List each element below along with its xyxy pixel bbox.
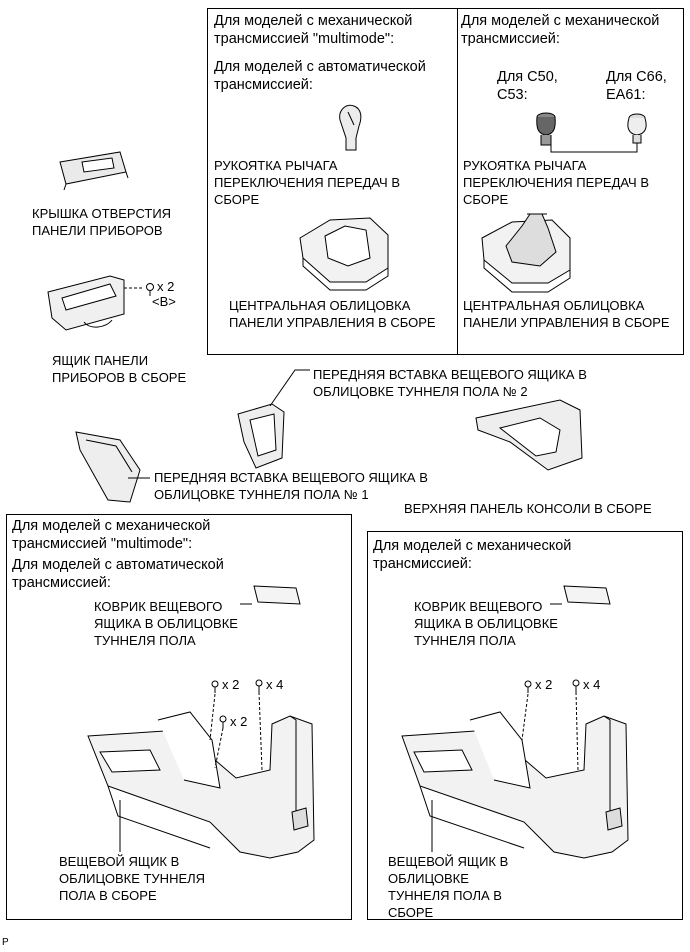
br-console-label: ВЕЩЕВОЙ ЯЩИК В ОБЛИЦОВКЕ ТУННЕЛЯ ПОЛА В … (388, 854, 509, 920)
bl-heading-multimode: Для моделей с механической трансмиссией … (12, 518, 211, 552)
upper-panel-label: ВЕРХНЯЯ ПАНЕЛЬ КОНСОЛИ В СБОРЕ (404, 501, 652, 516)
mat-right-icon (564, 586, 610, 604)
clip-right-b-icon (572, 679, 580, 692)
frame-top-right (457, 8, 684, 355)
front-insert-2-icon (238, 404, 284, 468)
center-bezel-manual-icon (482, 214, 570, 292)
frame-bottom-right (367, 531, 683, 920)
bl-clip-count-a: x 2 (222, 677, 240, 692)
shift-knob-auto-icon (340, 105, 361, 150)
instrument-box-icon (48, 276, 144, 330)
console-box-left-icon (88, 692, 314, 858)
clip-right-a-icon (524, 680, 532, 693)
clip-left-a-icon (211, 680, 219, 693)
insert-2-label: ПЕРЕДНЯЯ ВСТАВКА ВЕЩЕВОГО ЯЩИКА В ОБЛИЦО… (313, 367, 587, 399)
br-heading-manual: Для моделей с механической трансмиссией: (373, 538, 572, 572)
tr-bezel-label: ЦЕНТРАЛЬНАЯ ОБЛИЦОВКА ПАНЕЛИ УПРАВЛЕНИЯ … (463, 298, 670, 330)
shift-knob-c50-icon (537, 113, 555, 145)
console-box-right-icon (402, 692, 628, 858)
bl-heading-auto: Для моделей с автоматической трансмиссие… (12, 557, 224, 591)
br-mat-label: КОВРИК ВЕЩЕВОГО ЯЩИКА В ОБЛИЦОВКЕ ТУННЕЛ… (414, 599, 558, 648)
br-clip-count-a: x 2 (535, 677, 553, 692)
hole-cover-icon (60, 152, 128, 190)
shift-knob-c66-icon (628, 114, 646, 143)
mat-left-icon (254, 586, 300, 604)
br-clip-count-b: x 4 (583, 677, 601, 692)
bl-console-label: ВЕЩЕВОЙ ЯЩИК В ОБЛИЦОВКЕ ТУННЕЛЯ ПОЛА В … (59, 854, 206, 903)
upper-console-panel-icon (476, 400, 582, 470)
frame-bottom-left (6, 514, 352, 920)
tl-bezel-label: ЦЕНТРАЛЬНАЯ ОБЛИЦОВКА ПАНЕЛИ УПРАВЛЕНИЯ … (229, 298, 436, 330)
front-insert-1-icon (76, 432, 140, 502)
tr-variant-c66: Для С66, ЕА61: (606, 69, 667, 103)
hole-cover-label: КРЫШКА ОТВЕРСТИЯ ПАНЕЛИ ПРИБОРОВ (32, 206, 172, 238)
screw-count-label: x 2 (157, 279, 175, 294)
clip-left-b-icon (255, 679, 263, 692)
tr-heading-manual: Для моделей с механической трансмиссией: (461, 13, 660, 47)
bl-mat-label: КОВРИК ВЕЩЕВОГО ЯЩИКА В ОБЛИЦОВКЕ ТУННЕЛ… (94, 599, 238, 648)
center-bezel-auto-icon (300, 218, 388, 290)
footer-code: P (2, 937, 9, 948)
tr-variant-c50: Для С50, С53: (497, 69, 558, 103)
tl-heading-auto: Для моделей с автоматической трансмиссие… (214, 59, 426, 93)
tr-knob-label: РУКОЯТКА РЫЧАГА ПЕРЕКЛЮЧЕНИЯ ПЕРЕДАЧ В С… (463, 158, 649, 207)
screw-code-label: <B> (152, 294, 176, 309)
insert-1-label: ПЕРЕДНЯЯ ВСТАВКА ВЕЩЕВОГО ЯЩИКА В ОБЛИЦО… (154, 470, 428, 502)
tl-heading-multimode: Для моделей с механической трансмиссией … (214, 13, 413, 47)
screw-b-icon (146, 283, 154, 297)
tl-knob-label: РУКОЯТКА РЫЧАГА ПЕРЕКЛЮЧЕНИЯ ПЕРЕДАЧ В С… (214, 158, 400, 207)
bl-clip-count-c: x 2 (230, 714, 248, 729)
clip-left-c-icon (219, 715, 227, 728)
bl-clip-count-b: x 4 (266, 677, 284, 692)
instrument-box-label: ЯЩИК ПАНЕЛИ ПРИБОРОВ В СБОРЕ (52, 353, 187, 385)
